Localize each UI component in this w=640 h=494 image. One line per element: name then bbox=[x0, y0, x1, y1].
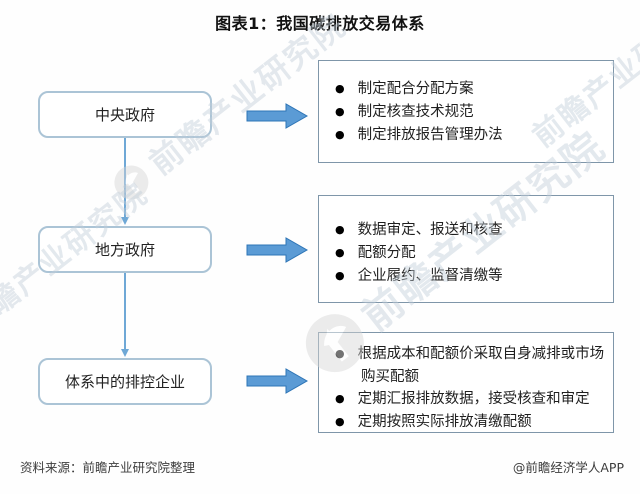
credit-note: @前瞻经济学人APP bbox=[512, 460, 624, 475]
flow-node-local-government: 地方政府 bbox=[38, 226, 212, 273]
right-arrow-icon bbox=[246, 237, 308, 263]
flow-node-label: 地方政府 bbox=[94, 241, 155, 259]
task-item: 制定核查技术规范 bbox=[335, 101, 605, 124]
qianzhan-logo-icon bbox=[114, 165, 149, 200]
task-list: 制定配合分配方案 制定核查技术规范 制定排放报告管理办法 bbox=[319, 61, 613, 147]
task-item: 制定配合分配方案 bbox=[335, 78, 605, 101]
task-panel-central-government: 制定配合分配方案 制定核查技术规范 制定排放报告管理办法 bbox=[318, 60, 614, 163]
task-item: 企业履约、监督清缴等 bbox=[335, 265, 605, 288]
task-item: 定期按照实际排放清缴配额 bbox=[335, 411, 605, 434]
flow-node-label: 中央政府 bbox=[94, 106, 155, 124]
task-panel-regulated-enterprises: 根据成本和配额价采取自身减排或市场购买配额 定期汇报排放数据，接受核查和审定 定… bbox=[318, 332, 614, 433]
down-arrow-connector bbox=[121, 138, 129, 225]
figure-title: 图表1：我国碳排放交易体系 bbox=[215, 14, 425, 33]
right-arrow-icon bbox=[246, 103, 308, 129]
task-item: 根据成本和配额价采取自身减排或市场购买配额 bbox=[335, 343, 605, 388]
task-item: 配额分配 bbox=[335, 242, 605, 265]
task-panel-local-government: 数据审定、报送和核查 配额分配 企业履约、监督清缴等 bbox=[318, 195, 614, 303]
flow-node-regulated-enterprises: 体系中的排控企业 bbox=[38, 358, 212, 405]
task-list: 数据审定、报送和核查 配额分配 企业履约、监督清缴等 bbox=[319, 196, 613, 288]
flow-node-label: 体系中的排控企业 bbox=[64, 373, 185, 391]
right-arrow-icon bbox=[246, 368, 308, 394]
flow-node-central-government: 中央政府 bbox=[38, 91, 212, 138]
task-list: 根据成本和配额价采取自身减排或市场购买配额 定期汇报排放数据，接受核查和审定 定… bbox=[319, 333, 613, 434]
task-item: 定期汇报排放数据，接受核查和审定 bbox=[335, 388, 605, 411]
task-item: 数据审定、报送和核查 bbox=[335, 219, 605, 242]
task-item: 制定排放报告管理办法 bbox=[335, 124, 605, 147]
down-arrow-connector bbox=[121, 273, 129, 357]
source-note: 资料来源：前瞻产业研究院整理 bbox=[20, 460, 196, 475]
